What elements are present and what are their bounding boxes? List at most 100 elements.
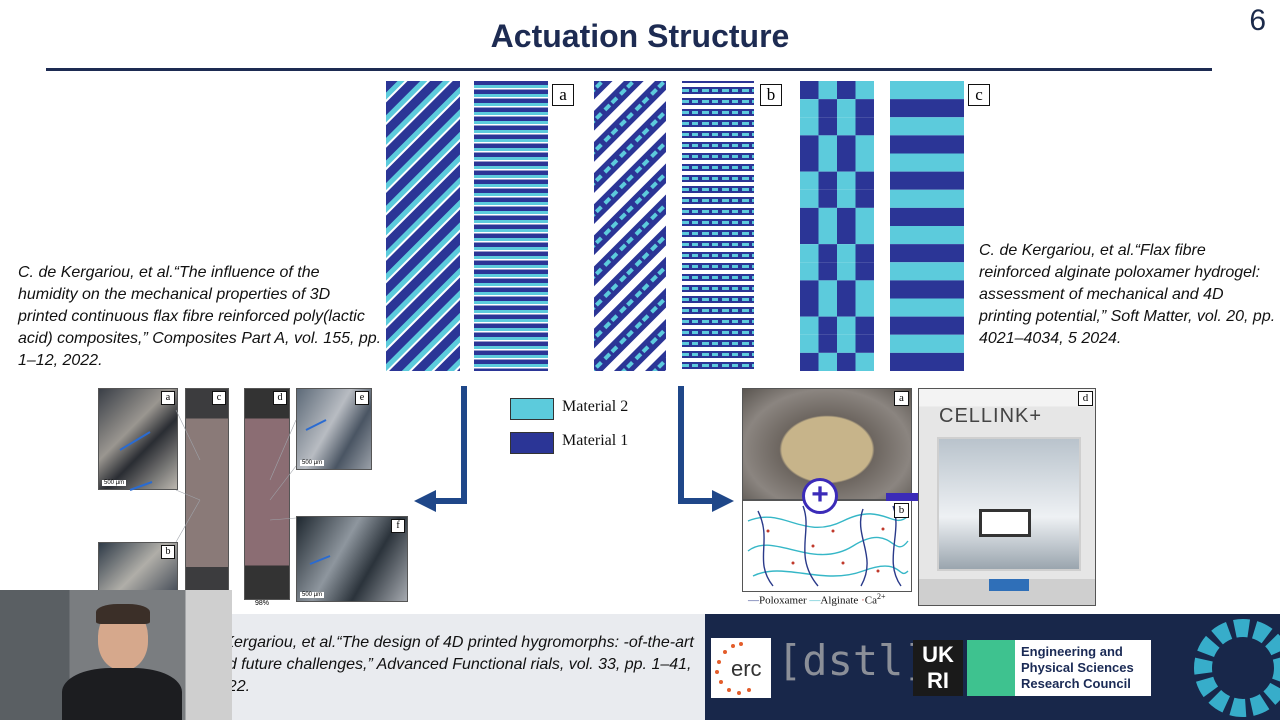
checker-cell [837,207,856,226]
scale-label: 500 µm [300,592,325,598]
band-stripe [890,81,964,100]
specimen-tag-d: d [273,391,287,405]
arrow-right-head-icon [712,490,734,512]
checker-cell [855,262,874,281]
legend-alginate: Alginate [820,594,859,607]
epsrc-text: Engineering and Physical Sciences Resear… [1021,644,1134,691]
checker-cell [855,334,874,353]
printer-brand: CELLINK+ [939,405,1043,427]
checker-cell [855,280,874,299]
erc-star-icon [715,642,751,695]
specimen-d: d [244,388,290,600]
checker-cell [855,352,874,371]
micrograph-tag-a: a [161,391,175,405]
ukri-logo: UK RI [913,640,963,696]
checker-cell [855,99,874,118]
checker-cell [800,189,819,208]
arrow-left-head-icon [414,490,436,512]
checker-cell [818,226,837,245]
checker-cell [800,244,819,263]
ukri-text: UK RI [922,642,954,693]
checker-cell [800,352,819,371]
band-stripe [890,244,964,263]
band-stripe [890,135,964,154]
checker-cell [800,207,819,226]
checker-cell [855,316,874,335]
plus-icon: + [802,478,838,514]
checker-cell [800,81,819,100]
webcam-overlay [0,590,232,720]
checker-cell [837,262,856,281]
checker-cell [818,262,837,281]
legend-poloxamer: Poloxamer [759,594,807,607]
micrograph-connector-lines [119,409,331,565]
checker-cell [818,207,837,226]
reference-left: C. de Kergariou, et al.“The influence of… [18,264,382,369]
checker-cell [800,171,819,190]
checker-cell [800,334,819,353]
band-stripe [890,316,964,335]
legend-swatch-material-1 [510,432,554,454]
checker-cell [818,280,837,299]
percent-label: 98% [255,600,270,607]
checker-cell [800,99,819,118]
legend-label-material-2: Material 2 [562,398,629,415]
checker-cell [837,117,856,136]
checker-cell [837,189,856,208]
checker-cell [818,81,837,100]
checker-cell [837,226,856,245]
panel-c-checker [800,81,874,371]
photo-tag-b: b [894,503,909,518]
checker-cell [837,135,856,154]
checker-cell [818,316,837,335]
checker-cell [855,81,874,100]
checker-cell [837,244,856,263]
panel-a-horizontal [474,81,548,371]
printer-chamber [937,437,1081,571]
band-stripe [890,117,964,136]
arrow-right-bar [678,498,714,504]
legend-calcium-charge: 2+ [876,592,886,601]
checker-cell [837,334,856,353]
checker-cell [837,280,856,299]
panel-tag-a: a [552,84,574,106]
reference-right: C. de Kergariou, et al.“Flax fibre reinf… [979,242,1276,347]
slide-title: Actuation Structure [490,18,790,54]
checker-cell [855,135,874,154]
network-legend: —Poloxamer —Alginate ·Ca2+ [748,592,886,607]
band-stripe [890,262,964,281]
footer-logo-bar: erc [dstl] UK RI Engineering and Physica… [705,614,1280,720]
checker-cell [837,153,856,172]
band-stripe [890,298,964,317]
checker-cell [818,189,837,208]
checker-cell [800,298,819,317]
band-stripe [890,226,964,245]
panel-a-diagonal [386,81,460,371]
band-stripe [890,153,964,172]
panel-tag-c: c [968,84,990,106]
printer-dish [979,509,1031,537]
checker-cell [855,298,874,317]
panel-b-diagonal [594,81,666,371]
checker-cell [800,135,819,154]
reference-bottom: e Kergariou, et al.“The design of 4D pri… [210,634,694,695]
checker-cell [855,153,874,172]
specimen-tag-c: c [212,391,226,405]
presenter-hair [96,604,150,624]
scale-label: 500 µm [300,460,325,466]
checker-cell [800,280,819,299]
micrograph-f: f 500 µm [296,516,408,602]
checker-cell [855,171,874,190]
epsrc-mark [967,640,1015,696]
legend-calcium: Ca [864,594,877,607]
photo-tag-a: a [894,391,909,406]
band-stripe [890,189,964,208]
erc-text: erc [731,656,762,681]
micrograph-tag-b: b [161,545,175,559]
checker-cell [800,316,819,335]
panel-c-bands [890,81,964,371]
arrow-right-stem [678,386,684,504]
checker-cell [837,99,856,118]
band-stripe [890,334,964,353]
checker-cell [855,189,874,208]
